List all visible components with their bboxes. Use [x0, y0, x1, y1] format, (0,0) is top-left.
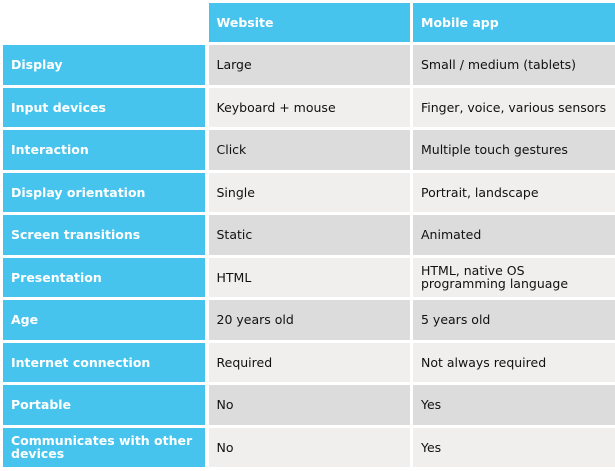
- website-cell: No: [208, 385, 410, 425]
- mobile-cell: Yes: [413, 427, 615, 467]
- website-cell: No: [208, 427, 410, 467]
- row-label: Display orientation: [3, 172, 205, 212]
- mobile-cell: Finger, voice, various sensors: [413, 87, 615, 127]
- row-label: Display: [3, 45, 205, 85]
- mobile-cell: Yes: [413, 385, 615, 425]
- website-cell: Large: [208, 45, 410, 85]
- mobile-cell: Animated: [413, 215, 615, 255]
- mobile-cell: Multiple touch gestures: [413, 130, 615, 170]
- row-label: Interaction: [3, 130, 205, 170]
- website-cell: Keyboard + mouse: [208, 87, 410, 127]
- column-header-mobile: Mobile app: [413, 3, 615, 42]
- website-cell: HTML: [208, 257, 410, 297]
- mobile-cell: 5 years old: [413, 300, 615, 340]
- row-label: Age: [3, 300, 205, 340]
- mobile-cell: Not always required: [413, 342, 615, 382]
- row-label: Input devices: [3, 87, 205, 127]
- corner-blank-cell: [3, 3, 205, 42]
- mobile-cell: HTML, native OS programming language: [413, 257, 615, 297]
- website-cell: Click: [208, 130, 410, 170]
- row-label: Communicates with other devices: [3, 427, 205, 467]
- mobile-cell: Portrait, landscape: [413, 172, 615, 212]
- website-cell: Single: [208, 172, 410, 212]
- website-cell: Required: [208, 342, 410, 382]
- row-label: Presentation: [3, 257, 205, 297]
- row-label: Internet connection: [3, 342, 205, 382]
- website-cell: 20 years old: [208, 300, 410, 340]
- website-cell: Static: [208, 215, 410, 255]
- column-header-website: Website: [208, 3, 410, 42]
- row-label: Portable: [3, 385, 205, 425]
- row-label: Screen transitions: [3, 215, 205, 255]
- mobile-cell: Small / medium (tablets): [413, 45, 615, 85]
